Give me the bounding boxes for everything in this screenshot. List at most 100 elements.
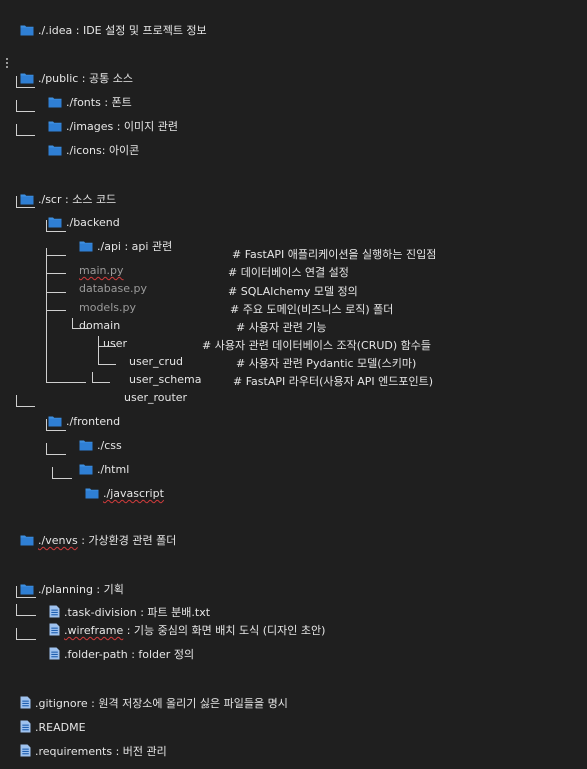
tree-entry-html: ./html	[72, 446, 129, 476]
tree-entry-user-router: user_router	[117, 374, 187, 404]
tree-guide	[16, 639, 36, 640]
file-icon	[49, 647, 60, 660]
entry-label: ./icons: 아이콘	[66, 144, 140, 157]
tree-entry-planning: ./planning : 기획	[13, 566, 124, 596]
comment-text: # 주요 도메인(비즈니스 로직) 폴더	[230, 303, 394, 316]
entry-label: .README	[35, 721, 86, 734]
tree-guide	[16, 135, 35, 136]
tree-guide	[46, 382, 86, 383]
tree-guide	[46, 255, 66, 256]
tree-guide	[16, 124, 17, 135]
entry-label: main.py	[79, 264, 124, 277]
tree-entry-task-division: .task-division : 파트 분배.txt	[42, 589, 210, 619]
tree-entry-gitignore: .gitignore : 원격 저장소에 올리기 싫은 파일들을 명시	[13, 680, 288, 710]
tree-entry-user-schema: user_schema	[122, 356, 201, 386]
comment-database: # 데이터베이스 연결 설정	[228, 265, 349, 281]
entry-label: ./css	[97, 439, 122, 452]
tree-entry-folder-path: .folder-path : folder 정의	[42, 631, 194, 661]
comment-domain: # 주요 도메인(비즈니스 로직) 폴더	[230, 302, 393, 318]
entry-label: user_crud	[129, 355, 184, 368]
tree-guide	[72, 328, 90, 329]
entry-label: ./api : api 관련	[97, 240, 173, 253]
tree-guide	[46, 220, 47, 231]
tree-entry-fonts: ./fonts : 폰트	[41, 79, 132, 109]
tree-guide	[16, 597, 36, 598]
entry-label: ./backend	[66, 216, 120, 229]
entry-label: ./venvs	[38, 534, 78, 547]
entry-label: ./planning : 기획	[38, 583, 124, 596]
folder-icon	[48, 415, 62, 427]
tree-entry-javascript: ./javascript	[78, 470, 164, 500]
tree-guide	[16, 586, 17, 597]
comment-user-crud: # 사용자 관련 데이터베이스 조작(CRUD) 함수들	[202, 338, 431, 354]
entry-label: ./frontend	[66, 415, 121, 428]
folder-icon	[20, 583, 34, 595]
tree-entry-models: models.py	[72, 284, 136, 314]
entry-label: : 기능 중심의 화면 배치 도식 (디자인 초안)	[123, 624, 326, 637]
comment-user-router: # FastAPI 라우터(사용자 API 엔드포인트)	[233, 374, 433, 390]
tree-guide	[16, 406, 35, 407]
tree-guide	[52, 467, 53, 478]
comment-user: # 사용자 관련 기능	[236, 320, 327, 336]
entry-label: .requirements : 버전 관리	[35, 745, 167, 758]
tree-entry-icons: ./icons: 아이콘	[41, 127, 139, 157]
tree-entry-database: database.py	[72, 265, 147, 295]
tree-entry-frontend: ./frontend	[41, 398, 120, 428]
tree-entry-main: main.py	[72, 247, 123, 277]
tree-guide	[16, 111, 35, 112]
entry-label: user_schema	[129, 373, 202, 386]
tree-entry-scr: ./scr : 소스 코드	[13, 176, 116, 206]
tree-guide	[46, 273, 66, 274]
tree-guide	[46, 419, 47, 430]
tree-guide	[52, 478, 72, 479]
entry-label: ./fonts : 폰트	[66, 96, 132, 109]
tree-guide	[98, 346, 116, 347]
tree-entry-readme: .README	[13, 704, 86, 734]
entry-label: .task-division : 파트 분배.txt	[64, 606, 211, 619]
tree-guide	[98, 336, 99, 364]
comment-models: # SQLAlchemy 모델 정의	[228, 284, 358, 300]
entry-label: .wireframe	[64, 624, 124, 637]
tree-guide	[92, 372, 93, 382]
entry-label: ./javascript	[103, 487, 164, 500]
tree-entry-venvs: ./venvs : 가상환경 관련 폴더	[13, 517, 176, 547]
tree-guide	[16, 100, 17, 111]
tree-guide	[16, 76, 17, 87]
file-icon	[20, 744, 31, 757]
tree-entry-requirements: .requirements : 버전 관리	[13, 728, 167, 758]
comment-main: # FastAPI 애플리케이션을 실행하는 진입점	[232, 247, 436, 263]
tree-entry-images: ./images : 이미지 관련	[41, 103, 178, 133]
tree-guide	[16, 628, 17, 639]
tree-entry-idea: ./.idea : IDE 설정 및 프로젝트 정보	[13, 7, 207, 37]
tree-entry-wireframe: .wireframe : 기능 중심의 화면 배치 도식 (디자인 초안)	[42, 607, 325, 637]
entry-label: ./.idea : IDE 설정 및 프로젝트 정보	[38, 24, 207, 37]
comment-text: # 사용자 관련 데이터베이스 조작(CRUD) 함수들	[202, 339, 432, 352]
tree-guide	[16, 87, 35, 88]
entry-label: ./scr : 소스 코드	[38, 193, 117, 206]
entry-label: user_router	[124, 391, 188, 404]
tree-guide-dots	[6, 58, 10, 68]
tree-entry-api: ./api : api 관련	[72, 223, 172, 253]
folder-icon	[48, 216, 62, 228]
comment-text: # 사용자 관련 기능	[236, 321, 327, 334]
tree-guide	[16, 604, 17, 615]
tree-entry-user: user	[96, 320, 127, 350]
tree-guide	[46, 310, 66, 311]
tree-entry-user-crud: user_crud	[122, 338, 183, 368]
tree-guide	[46, 231, 66, 232]
folder-icon	[20, 193, 34, 205]
folder-icon	[20, 24, 34, 36]
entry-label: .folder-path : folder 정의	[64, 648, 195, 661]
entry-label: ./images : 이미지 관련	[66, 120, 178, 133]
entry-label: : 가상환경 관련 폴더	[77, 534, 177, 547]
entry-label: database.py	[79, 282, 147, 295]
tree-guide	[92, 382, 110, 383]
comment-text: # FastAPI 라우터(사용자 API 엔드포인트)	[233, 375, 434, 388]
tree-guide	[46, 430, 66, 431]
comment-text: # SQLAlchemy 모델 정의	[228, 285, 358, 298]
folder-icon	[20, 72, 34, 84]
tree-entry-domain: domain	[72, 302, 120, 332]
tree-entry-public: ./public : 공통 소스	[13, 55, 133, 85]
tree-guide	[72, 318, 73, 328]
tree-entry-css: ./css	[72, 422, 122, 452]
